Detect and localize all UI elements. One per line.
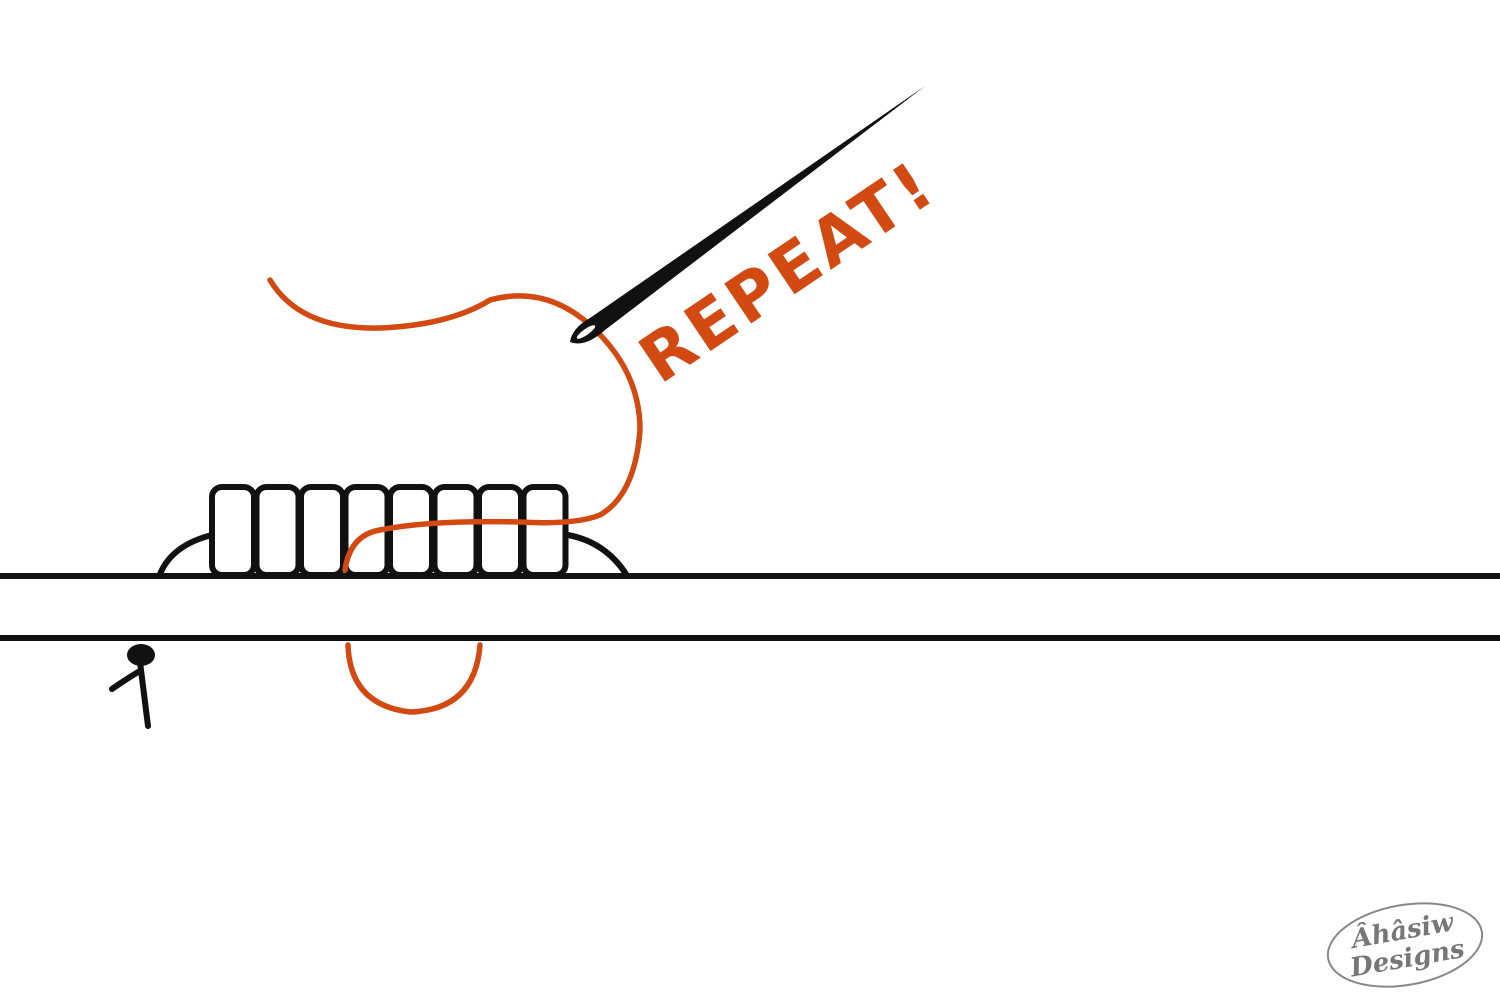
bead xyxy=(209,484,257,578)
knot-dot xyxy=(127,644,155,666)
bead xyxy=(387,484,435,578)
bead xyxy=(520,484,569,578)
bead xyxy=(431,484,480,578)
needle-icon xyxy=(570,86,925,344)
bead xyxy=(298,484,346,578)
thread-under-loop xyxy=(345,642,483,715)
knot xyxy=(109,644,155,729)
bead xyxy=(253,484,302,578)
fabric-edge xyxy=(0,573,1500,641)
right-anchor-thread xyxy=(565,532,629,577)
knot-tail-end xyxy=(109,669,141,692)
left-anchor-thread xyxy=(157,532,215,577)
knot-tail xyxy=(137,659,151,729)
thread-top xyxy=(267,277,643,573)
brand-logo: Âhâsiw Designs xyxy=(1326,902,1484,988)
bead-row xyxy=(209,484,569,578)
bead xyxy=(476,484,524,578)
